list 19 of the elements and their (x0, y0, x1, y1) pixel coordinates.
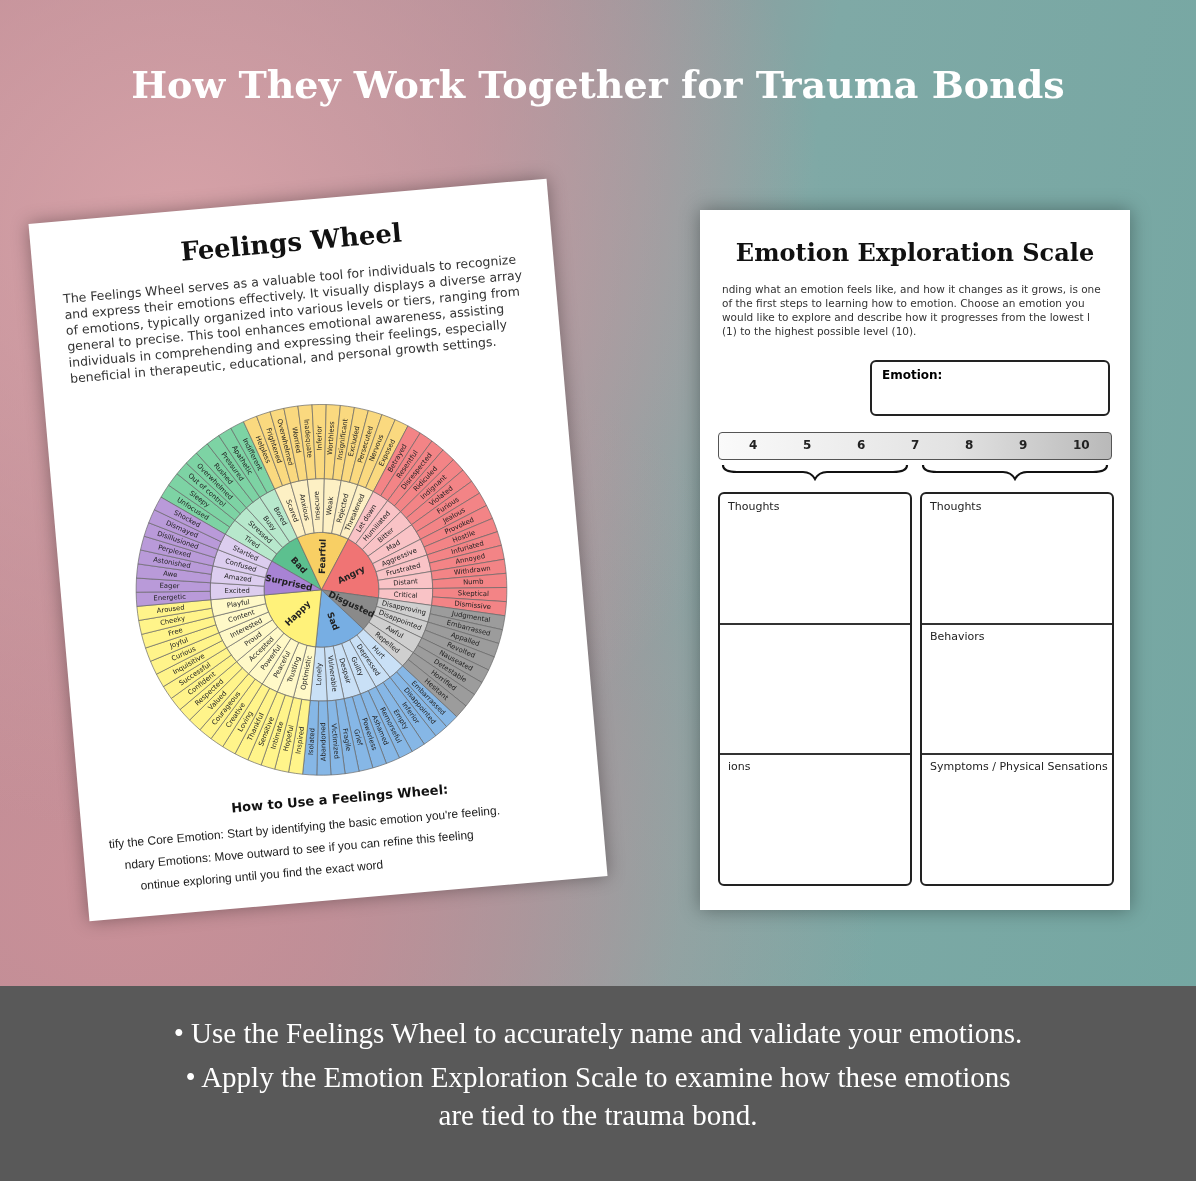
page-title: How They Work Together for Trauma Bonds (130, 62, 1066, 107)
worksheet-heading: Emotion Exploration Scale (734, 238, 1096, 267)
bullet-text: • Apply the Emotion Exploration Scale to examine how these emotions are tied to the trauma bond. (184, 1060, 1012, 1133)
bullet-text: • Use the Feelings Wheel to accurately name and validate your emotions. (172, 1016, 1024, 1051)
section-label: Thoughts (930, 500, 982, 513)
section-label: Thoughts (728, 500, 780, 513)
scale-number: 7 (911, 438, 920, 452)
intro-paragraph: nding what an emotion feels like, and how it changes as it grows, is one of the first steps to learning how to emotion. Choose an emotion you would like to explore and describe how it progresses from the lowest l (1) to the highest possible level (10). (722, 282, 1102, 338)
scale-number: 8 (965, 438, 974, 452)
scale-number: 5 (803, 438, 812, 452)
emotion-word: Fearful (316, 538, 328, 575)
section-label: Behaviors (930, 630, 985, 643)
scale-number: 9 (1019, 438, 1028, 452)
section-label: ions (728, 760, 751, 773)
scale-number: 4 (749, 438, 758, 452)
scale-number: 10 (1073, 438, 1090, 452)
section-label: Symptoms / Physical Sensations (930, 760, 1108, 773)
scale-number: 6 (857, 438, 866, 452)
field-label: Emotion: (882, 368, 943, 382)
